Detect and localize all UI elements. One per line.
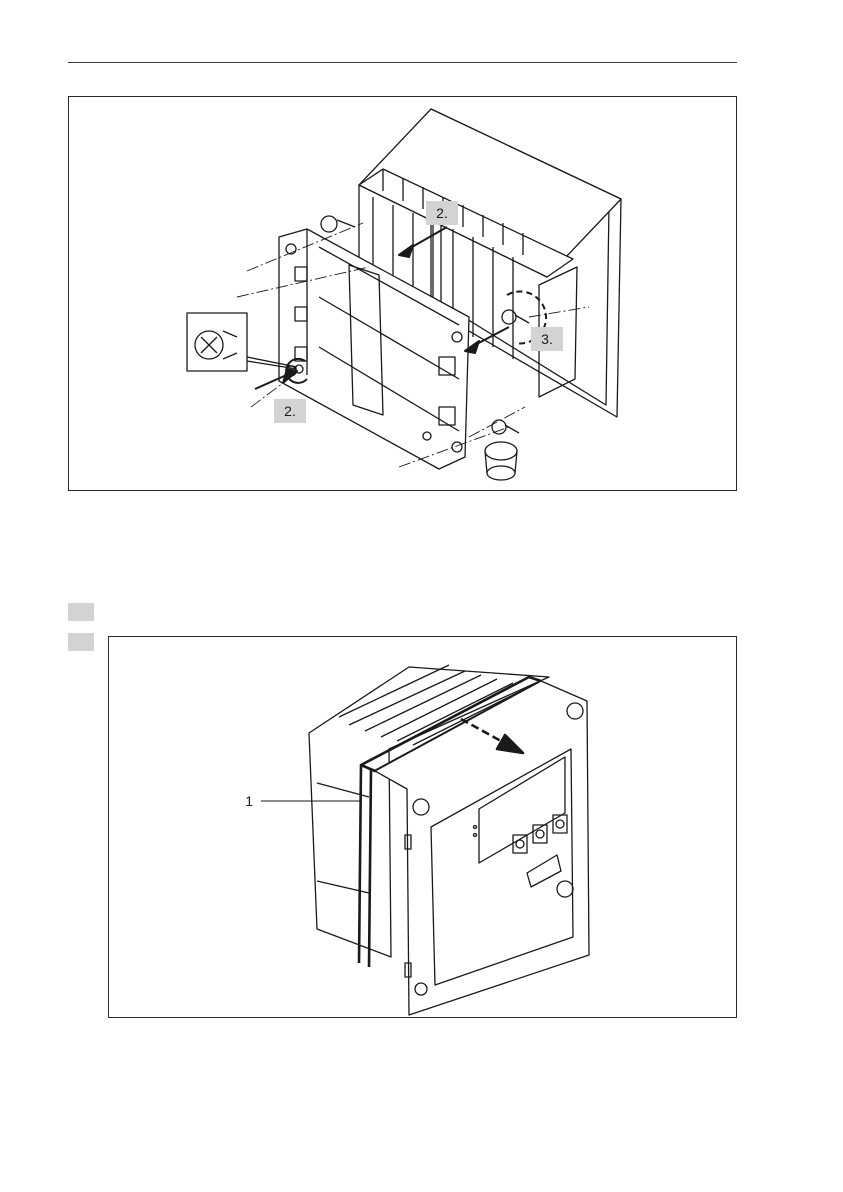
callout-label: 2. (436, 205, 448, 221)
figure-wall-mount-removal-drawing: 2. 2. 3. (69, 97, 738, 492)
callout-step-2-bottom: 2. (274, 399, 306, 423)
figure-wall-mount-removal: 2. 2. 3. (68, 96, 737, 491)
step-marker-1 (68, 603, 94, 621)
callout-label: 2. (284, 403, 296, 419)
callout-label: 3. (541, 331, 553, 347)
figure-seal-removal: 1 (108, 636, 737, 1018)
cable-gland (485, 442, 517, 480)
callout-item-1: 1 (245, 793, 253, 809)
header-rule (68, 62, 737, 63)
figure-seal-removal-drawing: 1 (109, 637, 738, 1019)
callout-step-2-top: 2. (426, 201, 458, 225)
callout-step-3: 3. (531, 327, 563, 351)
step-marker-2 (68, 633, 94, 651)
